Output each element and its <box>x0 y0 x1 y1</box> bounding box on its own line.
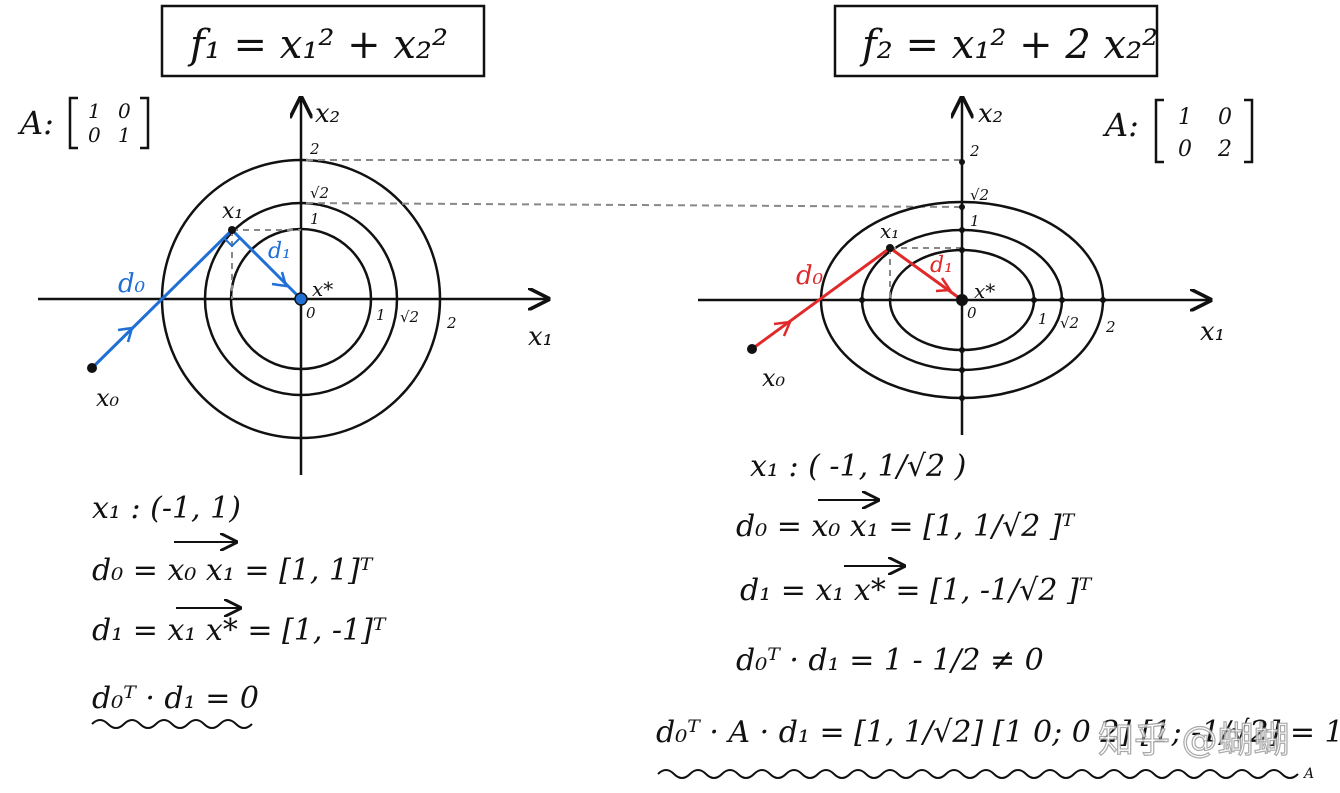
right-label-x1: x₁ <box>880 219 899 243</box>
matrix-right-label: A: <box>1102 106 1139 144</box>
left-tick-x-2: 2 <box>446 314 457 332</box>
left-tick-y-2: 2 <box>309 140 320 158</box>
left-point-x0 <box>87 363 97 373</box>
right-tick-origin: 0 <box>967 304 977 322</box>
title-right: f₂ = x₁² + 2 x₂² <box>859 22 1158 68</box>
left-label-d1: d₁ <box>268 239 291 264</box>
left-label-x0: x₀ <box>96 384 120 412</box>
right-tick-dot-yneg3 <box>959 395 965 401</box>
matrix-left-a21: 0 <box>88 123 101 147</box>
matrix-left-a11: 1 <box>88 99 101 123</box>
title-left: f₁ = x₁² + x₂² <box>187 22 448 68</box>
eq-right-d1: d₁ = x₁ x* = [1, -1/√2 ]ᵀ <box>740 573 1093 608</box>
right-point-x1 <box>886 244 894 252</box>
left-label-x1: x₁ <box>222 199 243 224</box>
eq-right-d0: d₀ = x₀ x₁ = [1, 1/√2 ]ᵀ <box>736 509 1076 544</box>
right-tick-dot-x1 <box>1031 297 1037 303</box>
right-tick-x-2: 2 <box>1105 318 1116 336</box>
plot-left: x₁ x₂ 0 1 √2 2 1 √2 2 d₀ d₁ x₁ x₀ x* <box>38 98 553 475</box>
matrix-left-bracket-open <box>68 96 78 150</box>
left-tick-y-1: 1 <box>310 210 320 228</box>
left-label-d0: d₀ <box>118 269 146 299</box>
matrix-right: A: 1 0 0 2 <box>1102 98 1254 164</box>
watermark: 知乎 @蝴蝴 <box>1098 720 1289 761</box>
right-tick-x-1: 1 <box>1038 310 1048 328</box>
right-point-x0 <box>747 344 757 354</box>
right-x2-axis-label: x₂ <box>978 99 1003 129</box>
left-tick-origin: 0 <box>306 304 316 322</box>
right-tick-dot-y1 <box>959 227 965 233</box>
plot-right: x₁ x₂ 0 1 √2 2 1 √2 2 d₀ <box>698 98 1225 435</box>
left-x1-axis-label: x₁ <box>528 322 553 352</box>
matrix-right-a22: 2 <box>1217 137 1232 162</box>
left-vector-d1 <box>230 228 303 301</box>
left-right-angle-mark <box>223 237 241 248</box>
eq-right-underline-mark: A <box>1302 766 1314 782</box>
right-d1-arrowhead-icon <box>935 277 953 293</box>
eq-left-wavy-underline <box>91 719 253 729</box>
right-x1-axis-label: x₁ <box>1200 317 1225 347</box>
matrix-left-label: A: <box>17 104 54 142</box>
matrix-right-a11: 1 <box>1178 105 1192 130</box>
eq-right-adot: d₀ᵀ · A · d₁ = [1, 1/√2] [1 0; 0 2] [1; … <box>656 715 1340 750</box>
right-tick-dot-ysqrt2 <box>959 204 965 210</box>
right-vector-d1 <box>889 246 963 302</box>
eq-left-d0: d₀ = x₀ x₁ = [1, 1]ᵀ <box>92 553 374 588</box>
right-label-d1: d₁ <box>930 253 953 278</box>
left-point-x1 <box>228 226 236 234</box>
matrix-left-a22: 1 <box>118 123 131 147</box>
matrix-right-bracket-close <box>1244 98 1254 164</box>
left-tick-x-1: 1 <box>376 306 386 324</box>
right-label-xstar: x* <box>974 279 995 303</box>
eq-left-x1: x₁ : (-1, 1) <box>92 491 241 526</box>
title-box-left <box>160 4 486 78</box>
right-tick-dot-yneg <box>959 347 965 353</box>
left-d0-arrowhead-icon <box>117 326 134 343</box>
matrix-left: A: 1 0 0 1 <box>17 96 150 150</box>
equations-right: x₁ : ( -1, 1/√2 ) d₀ = x₀ x₁ = [1, 1/√2 … <box>656 449 1340 782</box>
eq-left-d1: d₁ = x₁ x* = [1, -1]ᵀ <box>92 613 387 648</box>
right-tick-dot-yhalf <box>959 247 965 253</box>
right-tick-y-1: 1 <box>970 212 980 230</box>
eq-right-dot: d₀ᵀ · d₁ = 1 - 1/2 ≠ 0 <box>736 643 1044 678</box>
right-tick-dot-xneg <box>859 297 865 303</box>
matrix-right-bracket-open <box>1154 98 1164 164</box>
matrix-right-a12: 0 <box>1218 105 1232 130</box>
left-d1-arrowhead-icon <box>271 271 288 288</box>
left-label-xstar: x* <box>312 277 333 301</box>
equations-left: x₁ : (-1, 1) d₀ = x₀ x₁ = [1, 1]ᵀ d₁ = x… <box>91 491 387 729</box>
left-point-xstar <box>294 292 308 306</box>
right-tick-dot-x2 <box>1100 297 1106 303</box>
eq-right-wavy-underline <box>657 769 1299 779</box>
right-label-x0: x₀ <box>762 364 786 392</box>
matrix-right-a21: 0 <box>1178 137 1192 162</box>
right-point-xstar <box>956 294 968 306</box>
right-tick-x-sqrt2: √2 <box>1060 314 1079 332</box>
right-vector-d0 <box>751 246 891 351</box>
right-tick-y-sqrt2: √2 <box>970 186 989 204</box>
left-vector-d0 <box>90 228 234 370</box>
left-contour-r-sqrt2 <box>203 201 399 397</box>
title-box-right <box>833 4 1159 78</box>
left-tick-x-sqrt2: √2 <box>400 308 419 326</box>
eq-right-x1: x₁ : ( -1, 1/√2 ) <box>750 449 966 484</box>
right-label-d0: d₀ <box>796 261 824 291</box>
matrix-left-a12: 0 <box>118 99 131 123</box>
connector-level-sqrt2 <box>305 202 963 208</box>
left-tick-y-sqrt2: √2 <box>310 184 329 202</box>
right-tick-dot-xsqrt2 <box>1059 297 1065 303</box>
right-tick-y-2: 2 <box>969 142 980 160</box>
matrix-left-bracket-close <box>140 96 150 150</box>
right-d0-arrowhead-icon <box>773 320 793 337</box>
right-tick-dot-y2 <box>959 159 965 165</box>
left-x2-axis-label: x₂ <box>315 99 340 129</box>
right-tick-dot-yneg2 <box>959 367 965 373</box>
eq-left-dot: d₀ᵀ · d₁ = 0 <box>92 681 259 716</box>
